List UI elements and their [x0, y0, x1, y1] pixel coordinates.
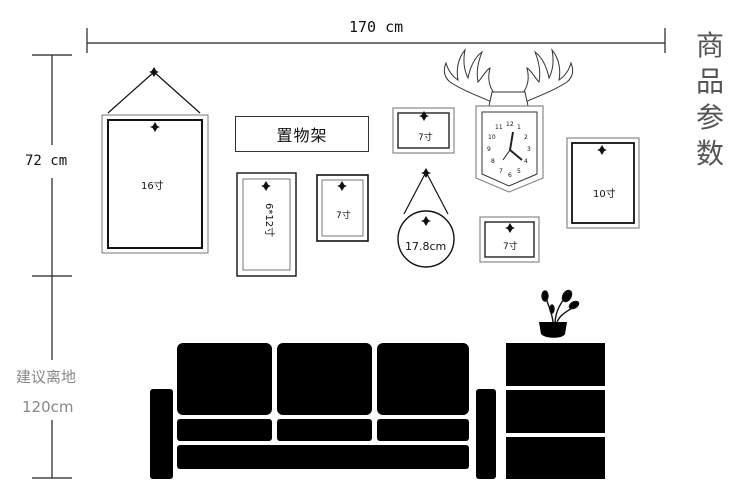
- suggest-height-value: 120cm: [22, 398, 74, 416]
- clock-numeral: 3: [527, 146, 531, 153]
- frame-6x12: [236, 172, 297, 277]
- clock-numeral: 12: [506, 121, 514, 128]
- floor-dimension-line: [32, 276, 72, 479]
- frame-7-a-label: 7寸: [336, 211, 351, 221]
- plant-pot: [539, 289, 580, 338]
- clock-numeral: 11: [495, 124, 503, 131]
- frame-10: [566, 137, 640, 229]
- round-mirror-label: 17.8cm: [405, 240, 447, 253]
- frame-16-hanger: [107, 71, 201, 114]
- frame-16-label: 16寸: [141, 181, 164, 192]
- round-mirror-hanger: [403, 171, 449, 215]
- product-params-title: 商品参数: [696, 29, 725, 170]
- side-cabinet: [506, 343, 605, 479]
- height-dimension-line: [32, 54, 72, 277]
- clock-numeral: 7: [499, 168, 503, 175]
- clock-numeral: 6: [508, 172, 512, 179]
- suggest-height-label: 建议离地: [16, 368, 77, 386]
- clock-numeral: 8: [491, 158, 495, 165]
- antler-clock: [443, 48, 574, 193]
- sofa: [150, 343, 496, 479]
- shelf: 置物架: [235, 116, 369, 152]
- frame-7-c-label: 7寸: [503, 242, 518, 252]
- round-mirror: [397, 210, 455, 268]
- clock-numeral: 10: [488, 134, 496, 141]
- clock-numeral: 5: [517, 168, 521, 175]
- nail-markers: [149, 67, 607, 233]
- width-dimension-line: [86, 28, 666, 53]
- frame-6x12-label: 6*12寸: [263, 203, 274, 238]
- frame-7-b-label: 7寸: [418, 133, 433, 143]
- width-label: 170 cm: [349, 18, 404, 36]
- clock-numeral: 9: [487, 146, 491, 153]
- clock-numeral: 4: [524, 158, 528, 165]
- clock-numeral: 1: [517, 124, 521, 131]
- shelf-label: 置物架: [276, 126, 328, 145]
- height-label: 72 cm: [25, 153, 68, 169]
- clock-numeral: 2: [524, 134, 528, 141]
- frame-16: [101, 114, 209, 254]
- frame-10-label: 10寸: [593, 189, 616, 200]
